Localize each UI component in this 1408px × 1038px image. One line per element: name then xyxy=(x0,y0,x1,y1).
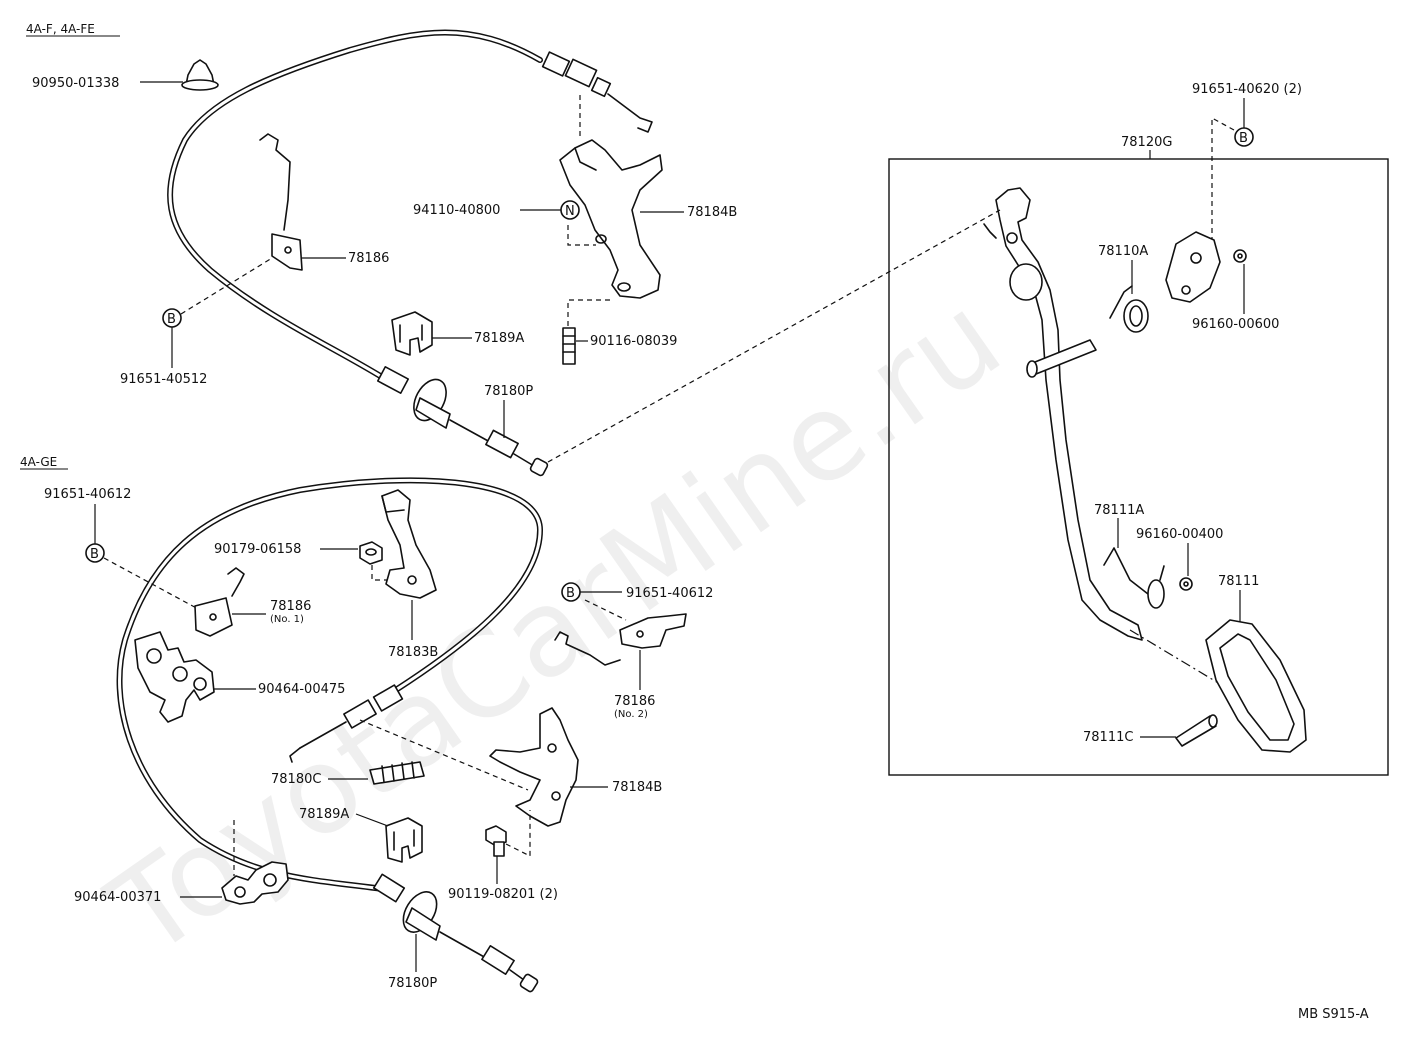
section-title-bottom: 4A-GE xyxy=(20,455,57,469)
label-78189a-bottom: 78189A xyxy=(299,807,349,822)
clip-78189a-bottom xyxy=(385,817,423,863)
label-91651-40620: 91651-40620 (2) xyxy=(1192,82,1302,97)
label-78184b-bottom: 78184B xyxy=(612,780,662,795)
pedal-pad-78111 xyxy=(1205,619,1307,753)
marker-n-label: N xyxy=(565,204,575,219)
clamp-78186-no2 xyxy=(554,613,687,666)
spring-78110a xyxy=(1109,285,1149,333)
marker-b-bottom-left xyxy=(85,543,105,563)
bracket-78184b-top xyxy=(559,139,663,299)
pedal-assembly: 78120G 91651-40620 (2) B 78110A xyxy=(888,82,1389,776)
label-90179-06158: 90179-06158 xyxy=(214,542,301,557)
clamp-78186-no1 xyxy=(194,567,245,637)
label-78111a: 78111A xyxy=(1094,503,1144,518)
label-78180p-bottom: 78180P xyxy=(388,976,437,991)
spring-78111a xyxy=(1103,547,1165,609)
diagram-code: MB S915-A xyxy=(1298,1007,1369,1022)
section-4a-f-4a-fe: 4A-F, 4A-FE 90950-01338 78184B xyxy=(26,22,1001,477)
cable-end-78180p-bottom xyxy=(372,873,539,993)
clip-78189a-top xyxy=(391,311,433,356)
label-96160-00600: 96160-00600 xyxy=(1192,317,1279,332)
cable-end-upper xyxy=(541,51,653,133)
clip-90950-01338 xyxy=(181,59,219,91)
spring-90116-08039 xyxy=(562,327,576,365)
clip-90464-00371 xyxy=(221,861,289,905)
label-94110-40800: 94110-40800 xyxy=(413,203,500,218)
spring-78180c xyxy=(369,761,425,785)
label-78180c: 78180C xyxy=(271,772,321,787)
label-78183b: 78183B xyxy=(388,645,438,660)
cable-end-middle xyxy=(289,684,404,763)
label-91651-40612-right: 91651-40612 xyxy=(626,586,713,601)
bolt-90119-08201 xyxy=(485,825,507,857)
clip-96160-00600 xyxy=(1233,249,1247,263)
label-78111c: 78111C xyxy=(1083,730,1133,745)
assembly-frame-78120g xyxy=(888,158,1389,776)
label-91651-40512: 91651-40512 xyxy=(120,372,207,387)
label-78186-no1: 78186 xyxy=(270,599,311,614)
nut-90179-06158 xyxy=(359,541,383,565)
clamp-78186-top xyxy=(259,133,303,271)
label-91651-40612-left: 91651-40612 xyxy=(44,487,131,502)
label-78186-no1-sub: (No. 1) xyxy=(270,614,304,625)
marker-b-label-4: B xyxy=(1239,131,1248,146)
label-90950-01338: 90950-01338 xyxy=(32,76,119,91)
marker-b-label-1: B xyxy=(167,312,176,327)
label-90119-08201: 90119-08201 (2) xyxy=(448,887,558,902)
clip-96160-00400 xyxy=(1179,577,1193,591)
label-78186-top: 78186 xyxy=(348,251,389,266)
label-90116-08039: 90116-08039 xyxy=(590,334,677,349)
label-90464-00475: 90464-00475 xyxy=(258,682,345,697)
section-4a-ge: 4A-GE 91651-40612 B 90179-06158 78183B xyxy=(20,455,713,993)
label-78110a: 78110A xyxy=(1098,244,1148,259)
label-96160-00400: 96160-00400 xyxy=(1136,527,1223,542)
label-78184b-top: 78184B xyxy=(687,205,737,220)
label-78186-no2: 78186 xyxy=(614,694,655,709)
cable-end-78180p-top xyxy=(376,366,549,477)
marker-b-label-2: B xyxy=(90,547,99,562)
pedal-bracket-cam xyxy=(1165,231,1221,303)
pin-78111c xyxy=(1175,714,1218,747)
label-78180p-top: 78180P xyxy=(484,384,533,399)
clip-90464-00475 xyxy=(134,631,215,723)
section-title-top: 4A-F, 4A-FE xyxy=(26,22,95,36)
bracket-78183b xyxy=(381,489,437,599)
marker-b-right xyxy=(1234,127,1254,147)
label-90464-00371: 90464-00371 xyxy=(74,890,161,905)
label-78120g: 78120G xyxy=(1121,135,1172,150)
marker-b-label-3: B xyxy=(566,586,575,601)
bracket-78184b-bottom xyxy=(489,707,579,827)
label-78186-no2-sub: (No. 2) xyxy=(614,709,648,720)
label-78111: 78111 xyxy=(1218,574,1259,589)
label-78189a-top: 78189A xyxy=(474,331,524,346)
